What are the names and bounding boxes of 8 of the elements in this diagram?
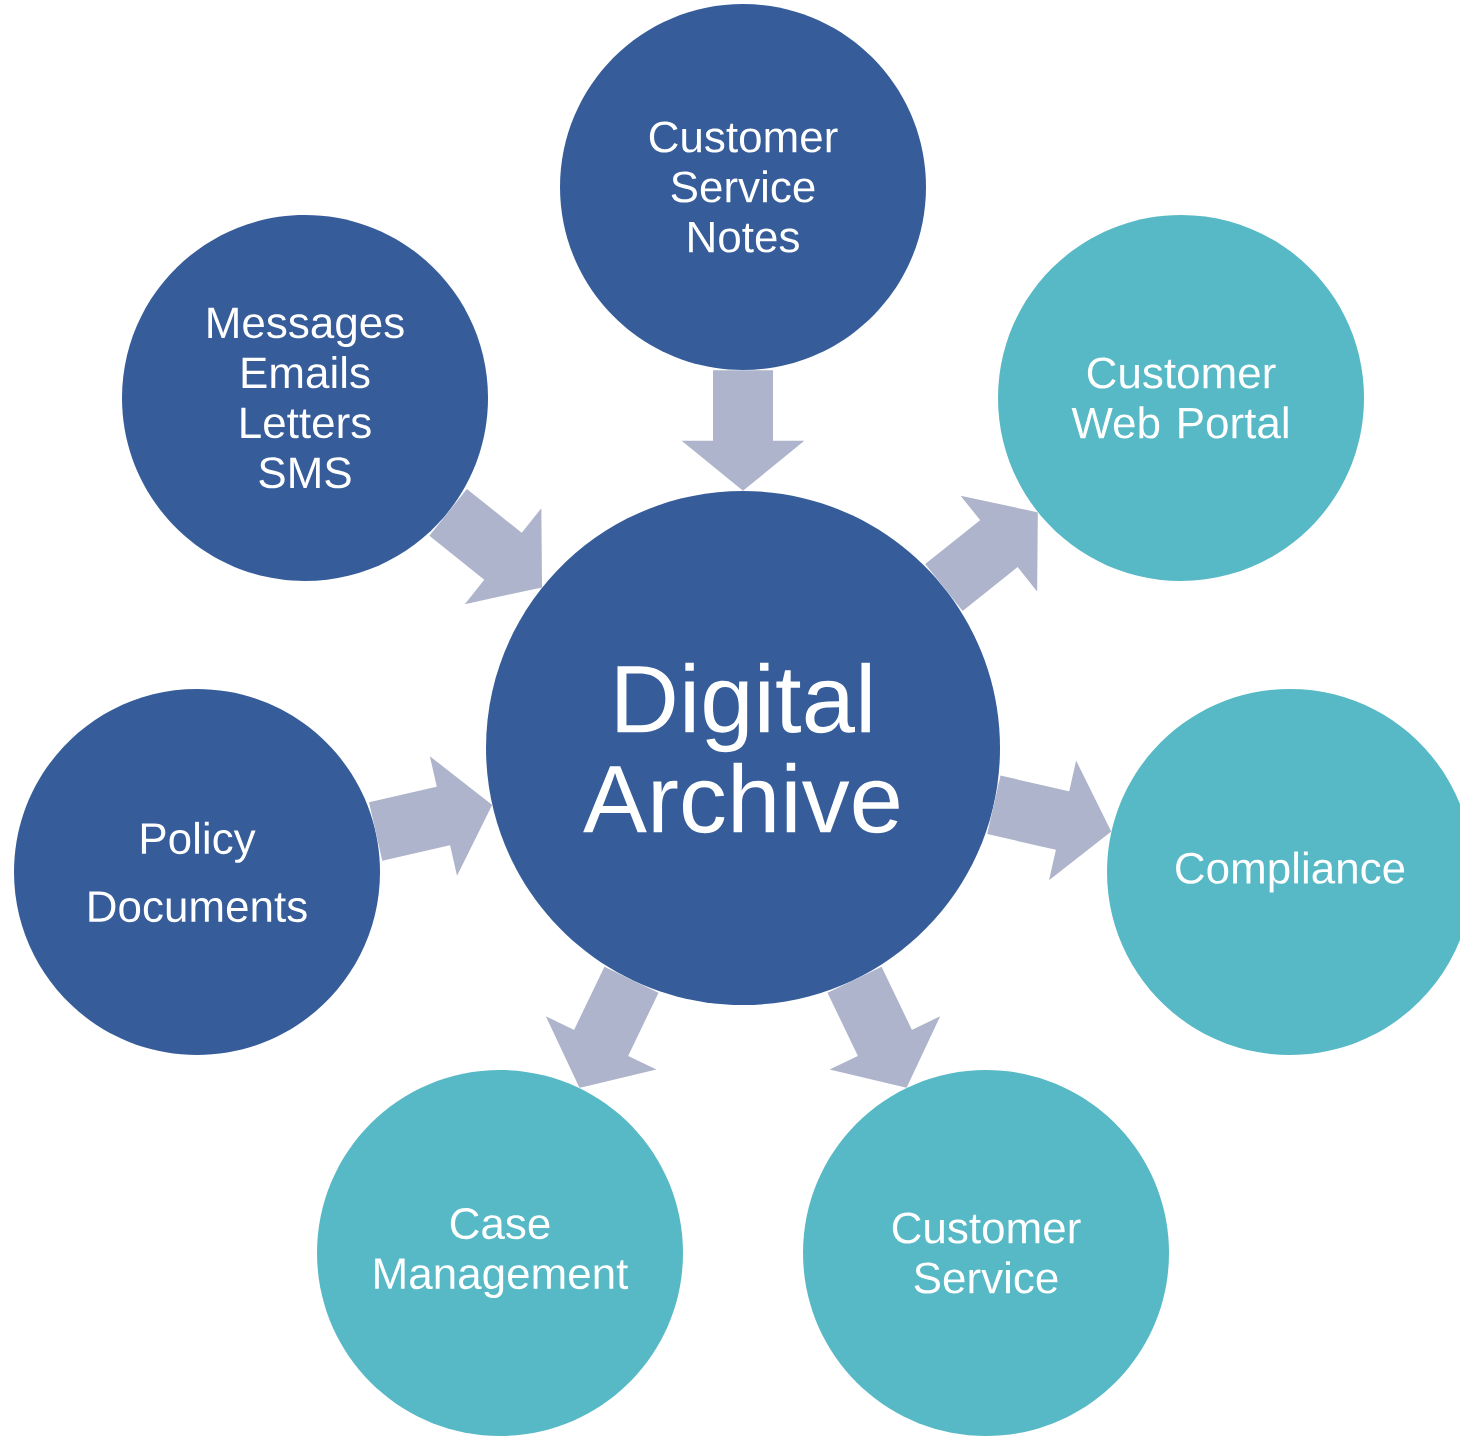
circle-node: Customer Web Portal xyxy=(998,215,1364,581)
circle-node: Customer Service Notes xyxy=(560,4,926,370)
circle-node: Policy Documents xyxy=(14,689,380,1055)
circle-node: Case Management xyxy=(317,1070,683,1436)
circle-node: Messages Emails Letters SMS xyxy=(122,215,488,581)
circle-node: Digital Archive xyxy=(486,491,1000,1005)
circle-node: Customer Service xyxy=(803,1070,1169,1436)
block-arrow xyxy=(925,495,1038,611)
